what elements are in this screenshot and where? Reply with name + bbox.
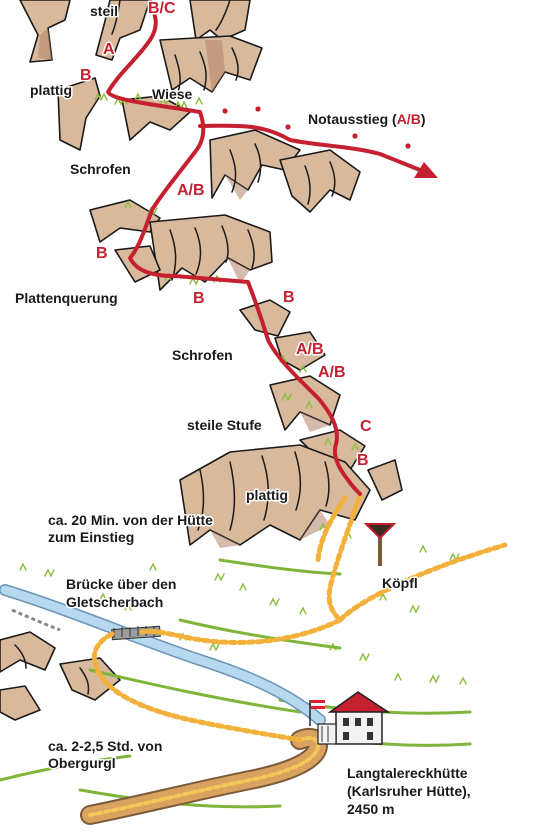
- label-huette-line-3: 2450 m: [347, 801, 394, 817]
- label-schrofen-2: Schrofen: [172, 347, 233, 363]
- label-notausstieg-grade: A/B: [397, 111, 421, 127]
- label-schrofen-1: Schrofen: [70, 161, 131, 177]
- label-steile-stufe: steile Stufe: [187, 417, 262, 433]
- grade-label: B/C: [148, 0, 176, 17]
- label-bruecke-line-1: Brücke über den: [66, 576, 176, 592]
- label-steil: steil: [90, 3, 118, 19]
- grade-label: B: [283, 289, 295, 306]
- grade-label: B: [80, 67, 92, 84]
- summit-sign-icon: [366, 524, 394, 566]
- grade-label: B: [96, 245, 108, 262]
- grade-label: B: [193, 290, 205, 307]
- label-huette-line-1: Langtalereckhütte: [347, 765, 468, 781]
- hut-icon: [318, 692, 388, 744]
- label-einstieg-line-1: ca. 20 Min. von der Hütte: [48, 512, 213, 528]
- grade-label: C: [360, 418, 372, 435]
- label-plattenquerung: Plattenquerung: [15, 290, 118, 306]
- label-obergurgl-line-1: ca. 2-2,5 Std. von: [48, 738, 162, 754]
- label-huette-line-2: (Karlsruher Hütte),: [347, 783, 471, 799]
- grade-label: A/B: [177, 182, 205, 199]
- label-notausstieg: Notausstieg (A/B): [308, 111, 425, 127]
- label-plattig-top: plattig: [30, 82, 72, 98]
- label-koepfl: Köpfl: [382, 575, 418, 591]
- label-plattig-low: plattig: [246, 487, 288, 503]
- label-bruecke-line-2: Gletscherbach: [66, 594, 163, 610]
- label-obergurgl-line-2: Obergurgl: [48, 755, 116, 771]
- label-einstieg-line-2: zum Einstieg: [48, 529, 134, 545]
- label-wiese: Wiese: [152, 86, 193, 102]
- grade-label: A/B: [296, 341, 324, 358]
- grade-label: A: [103, 41, 115, 58]
- grade-label: A/B: [318, 364, 346, 381]
- grade-label: B: [357, 452, 369, 469]
